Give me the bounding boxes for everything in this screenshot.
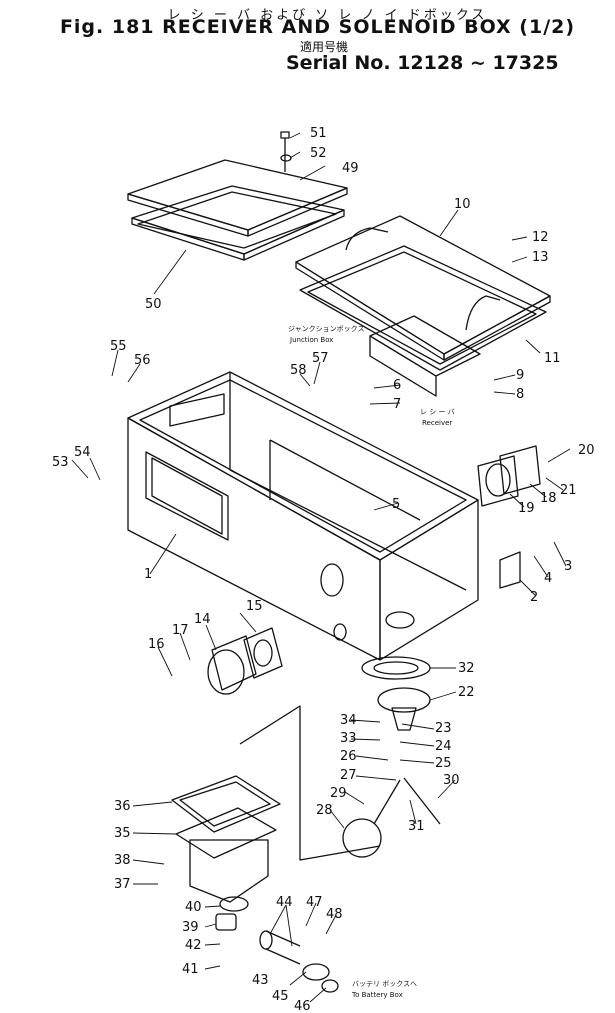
part-number: 20	[578, 443, 595, 458]
part-number-labels: 51 52 49 10 12 13 50 11 55 56 57 58 6 7 …	[52, 126, 595, 1013]
junction-box	[369, 315, 481, 397]
flange-45	[302, 963, 330, 981]
part-number: 29	[330, 786, 347, 801]
part-number: 4	[544, 571, 552, 586]
receiver-label: Receiver	[422, 419, 452, 427]
washer-52	[280, 154, 292, 162]
part-number: 7	[393, 397, 401, 412]
part-number: 40	[185, 900, 202, 915]
annotations: ジャンクションボックス Junction Box レ シ ー バ Receive…	[288, 325, 455, 999]
part-number: 8	[516, 387, 524, 402]
applicability-label: 適用号機	[300, 40, 349, 54]
part-number: 47	[306, 895, 323, 910]
part-number: 34	[340, 713, 357, 728]
receiver-cover-10	[295, 215, 551, 361]
gasket-32	[361, 656, 431, 680]
battery-box-label: To Battery Box	[351, 991, 403, 999]
part-number: 3	[564, 559, 572, 574]
part-number: 28	[316, 803, 333, 818]
serial-number-range: Serial No. 12128 ~ 17325	[286, 52, 559, 74]
cover-14	[207, 635, 257, 695]
part-number: 43	[252, 973, 269, 988]
elbow-39	[215, 896, 249, 931]
part-number: 36	[114, 799, 131, 814]
part-number: 26	[340, 749, 357, 764]
gasket-36	[171, 775, 281, 833]
part-number: 18	[540, 491, 557, 506]
part-number: 12	[532, 230, 549, 245]
junction-box-label: Junction Box	[289, 336, 333, 344]
receiver-box-1	[127, 371, 479, 661]
figure-title: Fig. 181 RECEIVER AND SOLENOID BOX (1/2)	[59, 16, 576, 38]
solenoid-box-35	[175, 807, 277, 903]
part-number: 38	[114, 853, 131, 868]
part-number: 41	[182, 962, 199, 977]
part-number: 56	[134, 353, 151, 368]
part-number: 57	[312, 351, 329, 366]
part-number: 39	[182, 920, 199, 935]
part-number: 54	[74, 445, 91, 460]
part-number: 33	[340, 731, 357, 746]
flange-22	[377, 687, 431, 731]
part-number: 16	[148, 637, 165, 652]
japanese-title: レ シ ー バ および ソ レ ノ イ ドボックス	[167, 8, 488, 23]
part-number: 6	[393, 378, 401, 393]
part-number: 53	[52, 455, 69, 470]
part-number: 23	[435, 721, 452, 736]
receiver-gasket-11	[299, 245, 547, 371]
part-number: 25	[435, 756, 452, 771]
part-number: 52	[310, 146, 327, 161]
part-number: 13	[532, 250, 549, 265]
part-number: 32	[458, 661, 475, 676]
part-number: 15	[246, 599, 263, 614]
part-number: 37	[114, 877, 131, 892]
part-number: 45	[272, 989, 289, 1004]
part-number: 27	[340, 768, 357, 783]
part-number: 31	[408, 819, 425, 834]
part-number: 22	[458, 685, 475, 700]
part-number: 1	[144, 567, 152, 582]
part-number: 35	[114, 826, 131, 841]
part-number: 58	[290, 363, 307, 378]
part-number: 51	[310, 126, 327, 141]
part-number: 46	[294, 999, 311, 1013]
part-number: 10	[454, 197, 471, 212]
gasket-15	[243, 627, 283, 679]
gasket-46	[321, 979, 339, 993]
part-number: 5	[392, 497, 400, 512]
part-number: 44	[276, 895, 293, 910]
part-number: 14	[194, 612, 211, 627]
float-28	[342, 818, 382, 858]
part-number: 17	[172, 623, 189, 638]
part-number: 9	[516, 368, 524, 383]
part-number: 49	[342, 161, 359, 176]
part-number: 42	[185, 938, 202, 953]
part-number: 50	[145, 297, 162, 312]
receiver-jp-label: レ シ ー バ	[420, 408, 455, 416]
cover-18-gasket-19	[477, 445, 541, 507]
battery-box-jp-label: バッテリ ボックスへ	[352, 980, 417, 988]
part-number: 19	[518, 501, 535, 516]
hose-43	[259, 930, 301, 965]
part-number: 11	[544, 351, 561, 366]
part-number: 21	[560, 483, 577, 498]
part-number: 55	[110, 339, 127, 354]
gasket-50	[131, 185, 345, 261]
part-number: 2	[530, 590, 538, 605]
bracket-2	[499, 551, 521, 589]
bolt-51	[280, 131, 290, 172]
part-number: 24	[435, 739, 452, 754]
cover-plate-49	[127, 159, 348, 237]
part-number: 48	[326, 907, 343, 922]
part-number: 30	[443, 773, 460, 788]
junction-box-jp-label: ジャンクションボックス	[288, 325, 364, 333]
